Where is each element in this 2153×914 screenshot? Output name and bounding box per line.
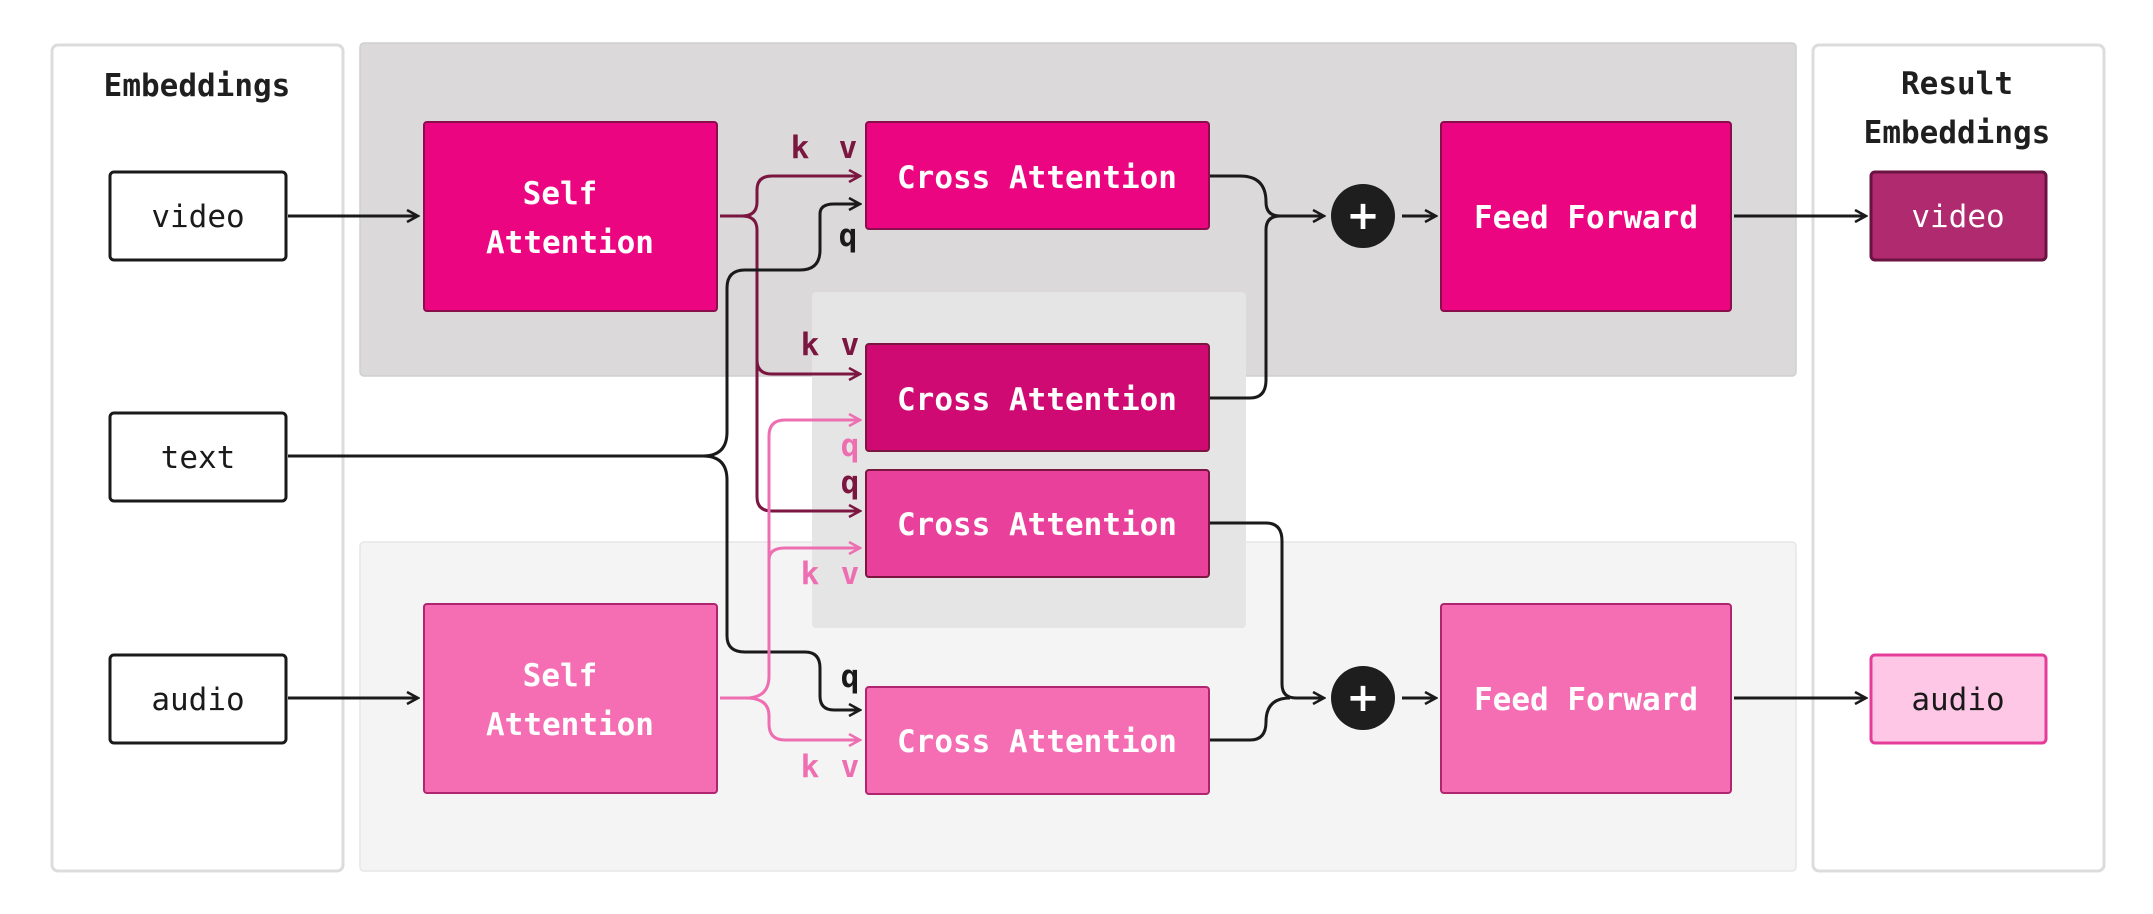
video-text-cross-attention-block: Cross Attention	[865, 121, 1210, 230]
audio-text-cross-to-plus	[1210, 696, 1291, 742]
port-q: q	[841, 659, 860, 695]
audio-self-attention-line1: Self	[523, 658, 598, 694]
video-feed-forward-label: Feed Forward	[1474, 200, 1698, 236]
result-embeddings-column	[1811, 43, 2106, 873]
audio-kv-to-v2a-cross-arrow	[767, 548, 860, 561]
text-to-video-cross-q-arrow	[288, 204, 860, 458]
port-v: v	[841, 327, 860, 363]
audio-kv-to-audio-cross-arrow	[720, 696, 860, 740]
output-video-label: video	[1911, 199, 2004, 235]
audio-plus-node: +	[1331, 666, 1395, 730]
result-embeddings-title-line1: Result	[1901, 66, 2013, 102]
video-plus-node: +	[1331, 184, 1395, 248]
audio-self-attention-block: Self Attention	[423, 603, 718, 794]
video-q-to-v2a-cross-arrow	[755, 360, 860, 511]
input-audio-label: audio	[151, 682, 244, 718]
port-k: k	[791, 130, 810, 166]
port-q: q	[841, 428, 860, 464]
audio-to-video-cross-attention-block: Cross Attention	[865, 343, 1210, 452]
embeddings-title: Embeddings	[104, 68, 291, 104]
result-embeddings-title-line2: Embeddings	[1864, 115, 2051, 151]
port-k: k	[801, 749, 820, 785]
port-q: q	[841, 465, 860, 501]
input-text-label: text	[161, 440, 236, 476]
port-k: k	[801, 556, 820, 592]
audio-self-attention-line2: Attention	[486, 707, 654, 743]
video-self-attention-block: Self Attention	[423, 121, 718, 312]
plus-icon	[1331, 184, 1395, 248]
connectors	[288, 176, 1866, 740]
input-text-node: text	[108, 411, 288, 503]
output-audio-label: audio	[1911, 682, 2004, 718]
video-self-attention-line1: Self	[523, 176, 598, 212]
video-text-cross-attention-label: Cross Attention	[897, 160, 1177, 196]
audio-to-video-cross-attention-label: Cross Attention	[897, 382, 1177, 418]
video-plus-label: +	[1346, 193, 1380, 239]
video-kv-to-a2v-cross-arrow	[720, 214, 860, 374]
v2a-cross-to-plus	[1210, 521, 1324, 698]
input-video-node: video	[108, 170, 288, 262]
video-self-attention-line2: Attention	[486, 225, 654, 261]
port-v: v	[839, 130, 858, 166]
audio-plus-label: +	[1346, 675, 1380, 721]
audio-feed-forward-label: Feed Forward	[1474, 682, 1698, 718]
input-audio-node: audio	[108, 653, 288, 745]
output-audio-node: audio	[1869, 653, 2048, 745]
port-v: v	[841, 556, 860, 592]
port-v: v	[841, 749, 860, 785]
input-video-label: video	[151, 199, 244, 235]
port-k: k	[801, 327, 820, 363]
audio-text-cross-attention-label: Cross Attention	[897, 724, 1177, 760]
video-to-audio-cross-attention-block: Cross Attention	[865, 469, 1210, 578]
video-feed-forward-block: Feed Forward	[1440, 121, 1732, 312]
text-to-audio-cross-q-arrow	[702, 454, 860, 710]
audio-text-cross-attention-block: Cross Attention	[865, 686, 1210, 795]
output-video-node: video	[1869, 170, 2048, 262]
audio-feed-forward-block: Feed Forward	[1440, 603, 1732, 794]
a2v-cross-to-plus	[1210, 214, 1281, 400]
port-labels: k v q k v q q k v q k v	[791, 130, 860, 785]
video-to-audio-cross-attention-label: Cross Attention	[897, 507, 1177, 543]
plus-icon	[1331, 666, 1395, 730]
port-q: q	[839, 218, 858, 254]
